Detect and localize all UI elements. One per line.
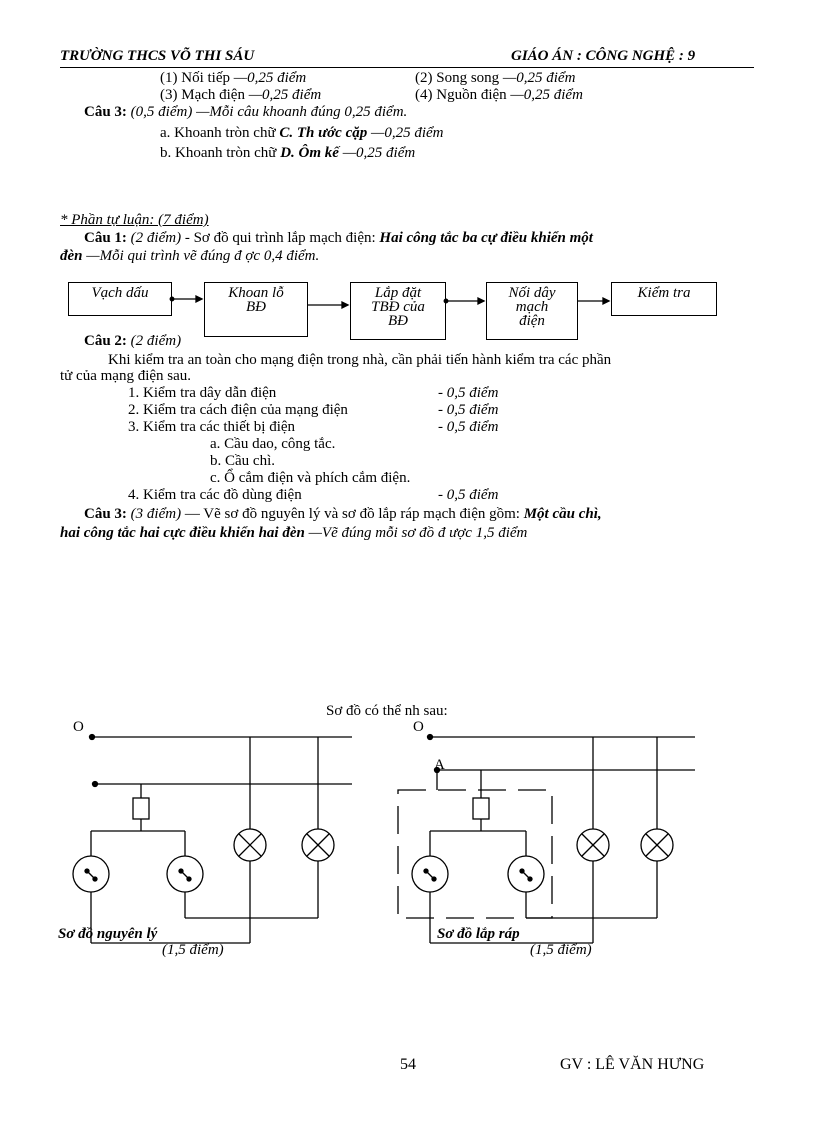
part2-question-1: Câu 1: (2 điểm) - Sơ đồ qui trình lắp mạ… [84,230,593,246]
part2-question-3: Câu 3: (3 điểm) — Vẽ sơ đồ nguyên lý và … [84,506,602,522]
check-item-4: 4. Kiểm tra các đồ dùng điện [128,487,302,503]
answer-item-1: (1) Nối tiếp —0,25 điểm [160,70,307,86]
subject-title: GIÁO ÁN : CÔNG NGHỆ : 9 [511,48,696,64]
teacher-name: GV : LÊ VĂN HƯNG [560,1056,705,1073]
answer-b: b. Khoanh tròn chữ D. Ôm kế —0,25 điểm [160,145,416,161]
check-item-2: 2. Kiểm tra cách điện của mạng điện [128,402,348,418]
paragraph-line-2: tử của mạng điện sau. [60,368,192,384]
school-name: TRƯỜNG THCS VÕ THI SÁU [60,48,255,64]
diagram-caption: Sơ đồ có thể nh sau: [326,703,448,719]
left-diagram-score: (1,5 điểm) [162,942,224,958]
label-a: A [434,757,445,773]
switch-symbol [72,855,110,893]
page-number: 54 [400,1056,416,1073]
part2-title: * Phần tự luận: (7 điểm) [60,212,209,228]
right-wiring-diagram [397,733,695,944]
panel-outline [397,789,553,919]
sub-item-c: c. Ổ cắm điện và phích cắm điện. [210,470,411,486]
check-item-4-score: - 0,5 điểm [438,487,499,503]
switch-symbol [166,855,204,893]
paragraph-line-1: Khi kiểm tra an toàn cho mạng điện trong… [108,352,612,368]
left-schematic-diagram [72,733,352,944]
check-item-1-score: - 0,5 điểm [438,385,499,401]
right-diagram-score: (1,5 điểm) [530,942,592,958]
flow-arrows [169,294,611,310]
answer-item-4: (4) Nguồn điện —0,25 điểm [415,87,583,103]
answer-a: a. Khoanh tròn chữ C. Th ước cặp —0,25 đ… [160,125,444,141]
fuse-symbol [132,797,150,820]
part1-question-3: Câu 3: (0,5 điểm) —Mỗi câu khoanh đúng 0… [84,104,408,120]
switch-symbol [507,855,545,893]
check-item-2-score: - 0,5 điểm [438,402,499,418]
fuse-symbol [472,797,490,820]
check-item-1: 1. Kiểm tra dây dẫn điện [128,385,277,401]
part2-question-1-line2: đèn —Mỗi qui trình vẽ đúng đ ợc 0,4 điểm… [60,248,320,264]
sub-item-a: a. Cầu dao, công tắc. [210,436,336,452]
answer-item-3: (3) Mạch điện —0,25 điểm [160,87,322,103]
flow-step-5: Kiểm tra [611,282,717,316]
label-o-left: O [73,719,84,735]
switch-symbol [411,855,449,893]
label-o-right: O [413,719,424,735]
sub-item-b: b. Cầu chì. [210,453,275,469]
part2-question-2: Câu 2: (2 điểm) [84,333,182,349]
check-item-3: 3. Kiểm tra các thiết bị điện [128,419,296,435]
answer-item-2: (2) Song song —0,25 điểm [415,70,576,86]
left-diagram-title: Sơ đồ nguyên lý [58,926,158,942]
check-item-3-score: - 0,5 điểm [438,419,499,435]
part2-question-3-line2: hai công tắc hai cực điều khiển hai đèn … [60,525,528,541]
right-diagram-title: Sơ đồ lắp ráp [437,926,520,942]
header-rule [60,67,754,68]
